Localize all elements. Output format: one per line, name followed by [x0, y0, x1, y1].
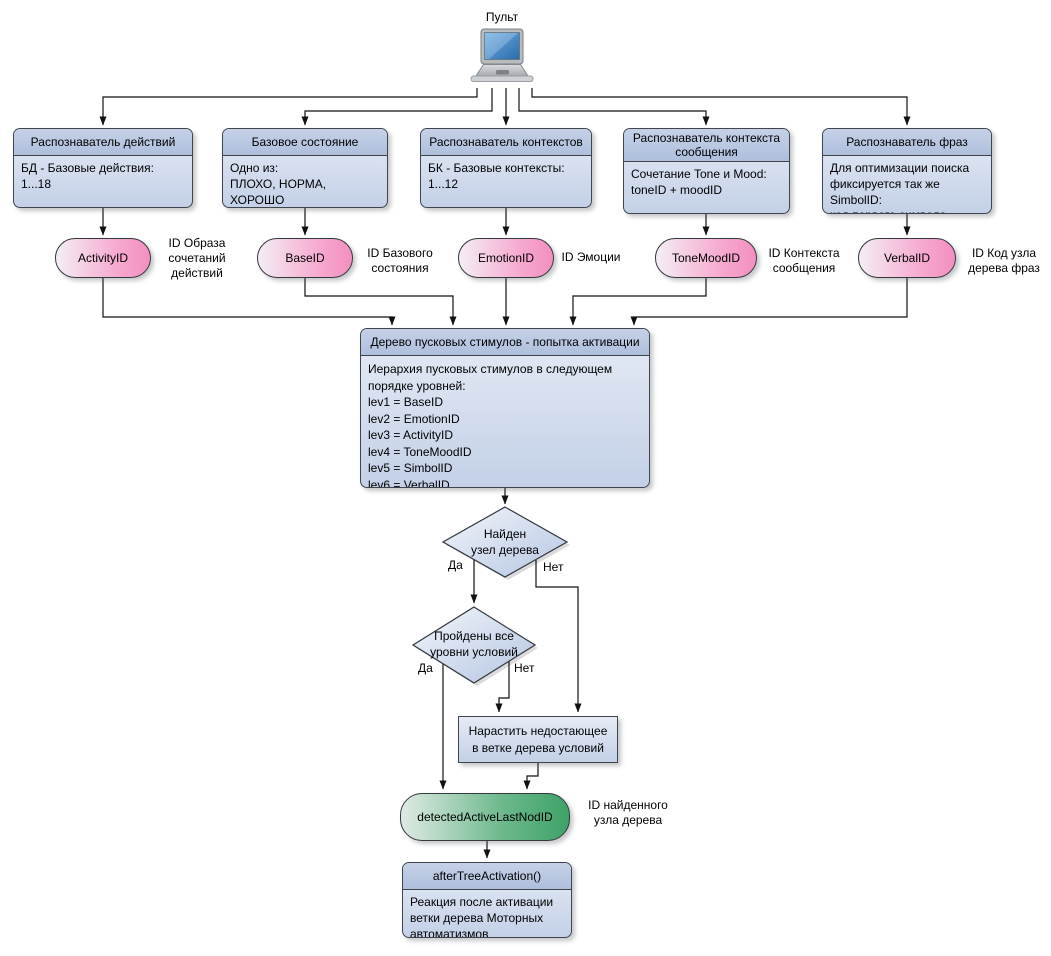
recognizer-contexts-body: БК - Базовые контексты: 1...12	[428, 161, 565, 191]
recognizer-actions-box: Распознаватель действий БД - Базовые дей…	[13, 128, 193, 208]
connector-console-actions	[99, 88, 478, 126]
trigger-tree-title: Дерево пусковых стимулов - попытка актив…	[361, 329, 649, 356]
after-activation-box: afterTreeActivation() Реакция после акти…	[402, 862, 572, 938]
base-state-box: Базовое состояние Одно из: ПЛОХО, НОРМА,…	[222, 128, 388, 208]
recognizer-message-context-title: Распознаватель контекста сообщения	[624, 129, 789, 162]
after-activation-title: afterTreeActivation()	[403, 863, 571, 890]
recognizer-actions-body: БД - Базовые действия: 1...18	[21, 161, 154, 191]
connector-console-basestate	[301, 88, 493, 126]
base-id-label: BaseID	[285, 251, 325, 265]
connector-decision2-no	[495, 661, 510, 713]
decision2-text: Пройдены все уровни условий	[430, 629, 518, 659]
emotion-id-label: EmotionID	[477, 251, 535, 265]
trigger-tree-body: Иерархия пусковых стимулов в следующем п…	[368, 362, 613, 488]
decision1-yes-label: Да	[448, 558, 463, 572]
connector-activityid-tree	[102, 278, 396, 326]
base-state-title: Базовое состояние	[223, 129, 387, 156]
base-id-annotation: ID Базового состояния	[367, 246, 433, 275]
activity-id-label: ActivityID	[77, 251, 128, 265]
recognizer-contexts-box: Распознаватель контекстов БК - Базовые к…	[420, 128, 592, 208]
recognizer-actions-title: Распознаватель действий	[14, 129, 192, 156]
tonemood-id-label: ToneMoodID	[671, 251, 741, 265]
decision-diamond-2	[411, 606, 538, 686]
recognizer-phrases-box: Распознаватель фраз Для оптимизации поис…	[822, 128, 992, 214]
connector-verbalid-tree	[630, 278, 908, 326]
decision1-text: Найден узел дерева	[471, 527, 539, 557]
grow-branch-text: Нарастить недостающее в ветке дерева усл…	[468, 724, 608, 755]
tonemood-id-annotation: ID Контекста сообщения	[768, 246, 840, 275]
activity-id-annotation: ID Образа сочетаний действий	[168, 236, 226, 280]
emotion-id-node: EmotionID	[458, 238, 554, 278]
trigger-tree-box: Дерево пусковых стимулов - попытка актив…	[360, 328, 650, 488]
recognizer-phrases-title: Распознаватель фраз	[823, 129, 991, 156]
after-activation-body: Реакция после активации ветки дерева Мот…	[410, 895, 554, 938]
connector-baseid-tree	[304, 278, 457, 326]
tonemood-id-node: ToneMoodID	[655, 238, 757, 278]
decision-diamond-1	[441, 506, 570, 580]
detected-node-label: detectedActiveLastNodID	[417, 810, 553, 824]
detected-node-annotation: ID найденного узла дерева	[588, 798, 668, 827]
connector-console-msgcontext	[518, 88, 710, 126]
console-label: Пульт	[485, 10, 519, 24]
base-state-body: Одно из: ПЛОХО, НОРМА, ХОРОШО	[230, 161, 327, 207]
base-id-node: BaseID	[257, 238, 353, 278]
connector-decision1-no	[535, 560, 582, 713]
connector-grow-result	[523, 763, 539, 790]
recognizer-phrases-body: Для оптимизации поиска фиксируется так ж…	[830, 161, 970, 213]
recognizer-contexts-title: Распознаватель контекстов	[421, 129, 591, 156]
connector-console-phrases	[531, 88, 911, 126]
recognizer-message-context-box: Распознаватель контекста сообщения Сочет…	[623, 128, 790, 214]
grow-branch-box: Нарастить недостающее в ветке дерева усл…	[458, 716, 618, 763]
decision2-yes-label: Да	[418, 661, 433, 675]
verbal-id-label: VerbalID	[883, 251, 931, 265]
verbal-id-node: VerbalID	[858, 238, 956, 278]
detected-node-result: detectedActiveLastNodID	[400, 793, 570, 841]
activity-id-node: ActivityID	[55, 238, 151, 278]
verbal-id-annotation: ID Код узла дерева фраз	[968, 246, 1040, 275]
recognizer-message-context-body: Сочетание Tone и Mood: toneID + moodID	[631, 167, 767, 197]
decision1-no-label: Нет	[543, 560, 564, 574]
laptop-icon	[470, 28, 534, 82]
emotion-id-annotation: ID Эмоции	[561, 250, 621, 264]
connector-tonemoodid-tree	[569, 278, 707, 326]
decision2-no-label: Нет	[514, 661, 535, 675]
